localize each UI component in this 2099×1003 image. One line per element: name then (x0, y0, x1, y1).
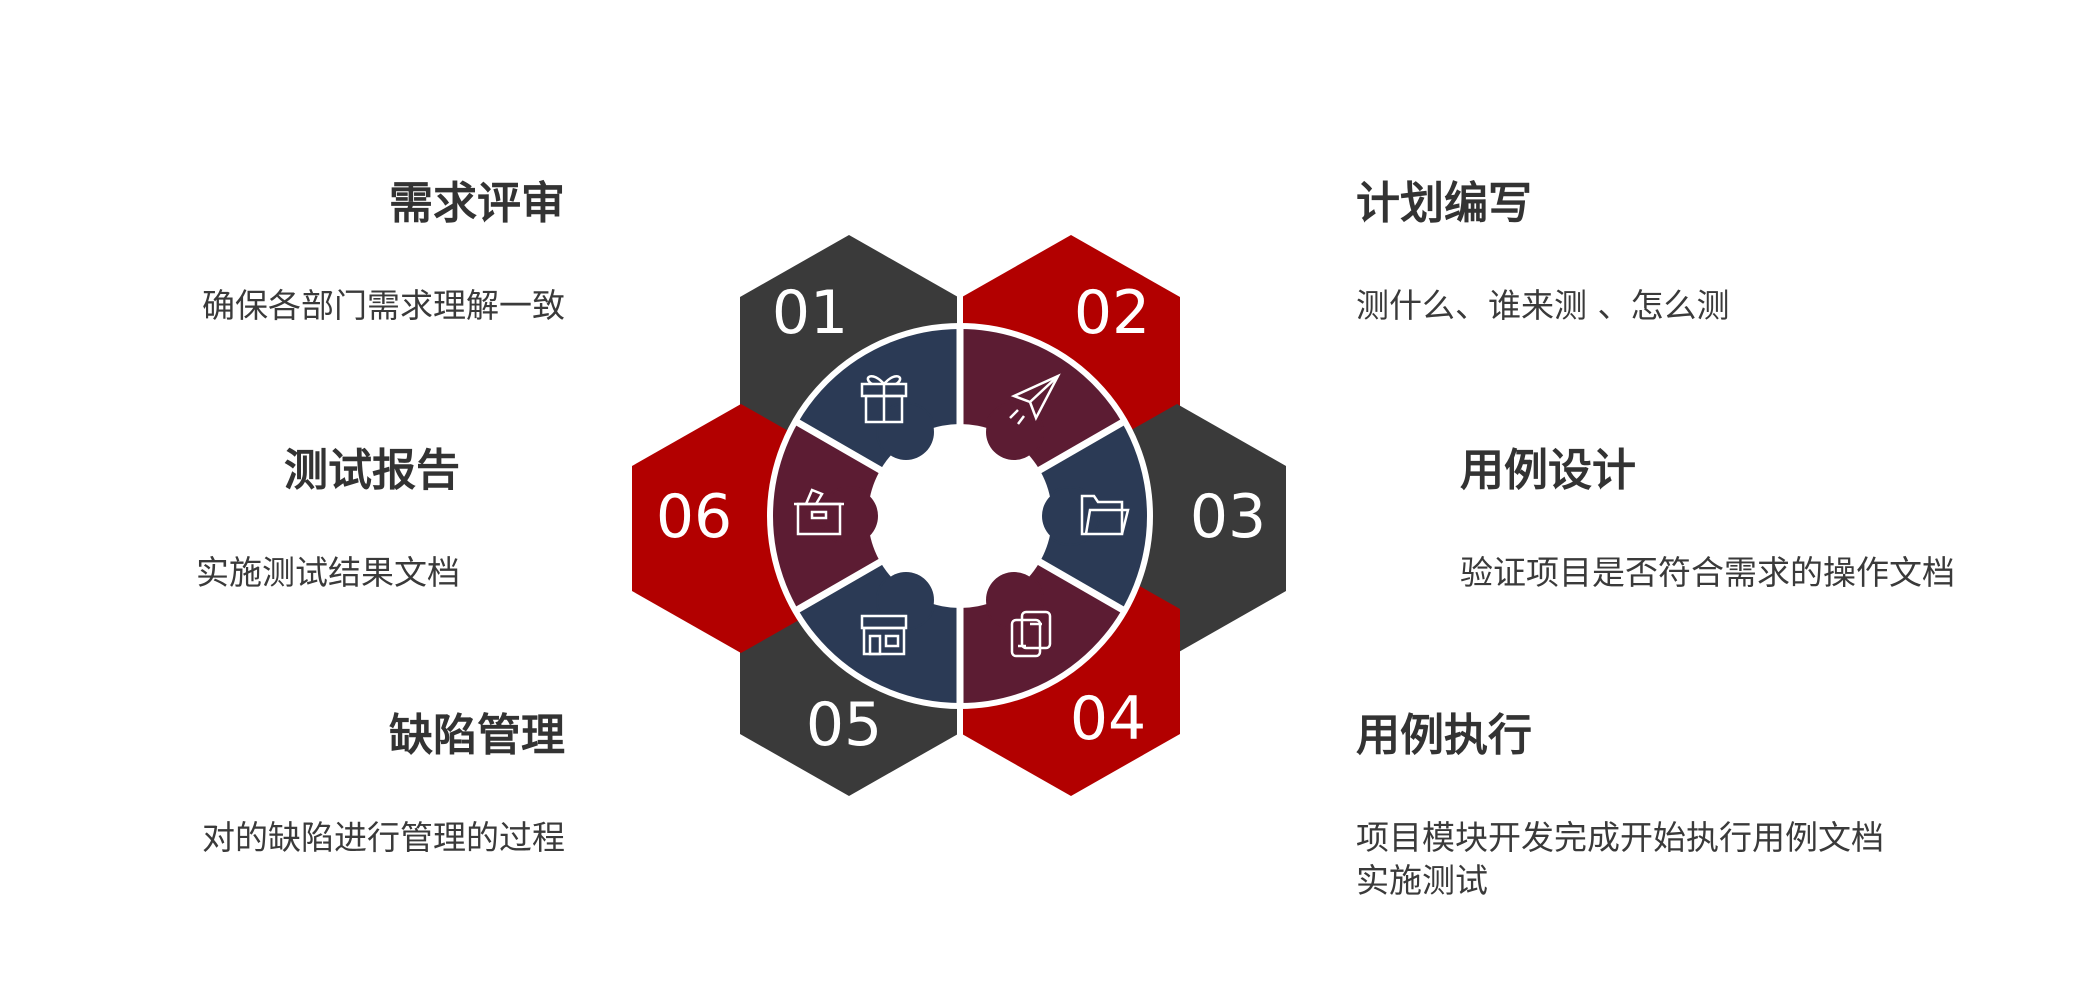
step-02-title: 计划编写 (1356, 178, 1532, 229)
step-04-number: 04 (1070, 684, 1146, 754)
gift-icon (860, 375, 908, 424)
step-06-number: 06 (656, 482, 732, 552)
documents-icon (1010, 610, 1052, 658)
step-01-title: 需求评审 (389, 178, 565, 229)
step-05-text: 缺陷管理 对的缺陷进行管理的过程 (100, 710, 565, 860)
step-04-text: 用例执行 项目模块开发完成开始执行用例文档实施测试 (1356, 710, 1916, 903)
step-05-title: 缺陷管理 (389, 710, 565, 761)
step-03-desc: 验证项目是否符合需求的操作文档 (1460, 552, 1955, 592)
step-05-desc: 对的缺陷进行管理的过程 (202, 817, 565, 857)
step-02-desc: 测什么、谁来测 、怎么测 (1356, 285, 1730, 325)
paper-plane-icon (1009, 373, 1061, 425)
box-icon (794, 488, 844, 536)
ring (767, 323, 1153, 709)
step-01-number: 01 (772, 278, 848, 348)
step-03-number: 03 (1190, 482, 1266, 552)
step-02-text: 计划编写 测什么、谁来测 、怎么测 (1356, 178, 1916, 328)
step-01-text: 需求评审 确保各部门需求理解一致 (100, 178, 565, 328)
step-06-desc: 实施测试结果文档 (196, 552, 460, 592)
step-05-number: 05 (806, 690, 882, 760)
store-icon (860, 614, 908, 656)
step-01-desc: 确保各部门需求理解一致 (202, 285, 565, 325)
step-06-title: 测试报告 (284, 445, 460, 496)
step-04-title: 用例执行 (1356, 710, 1532, 761)
folder-icon (1080, 494, 1130, 536)
step-06-text: 测试报告 实施测试结果文档 (100, 445, 460, 595)
step-02-number: 02 (1074, 278, 1150, 348)
step-03-text: 用例设计 验证项目是否符合需求的操作文档 (1460, 445, 2020, 595)
step-03-title: 用例设计 (1460, 445, 1636, 496)
step-04-desc: 项目模块开发完成开始执行用例文档实施测试 (1356, 817, 1884, 900)
